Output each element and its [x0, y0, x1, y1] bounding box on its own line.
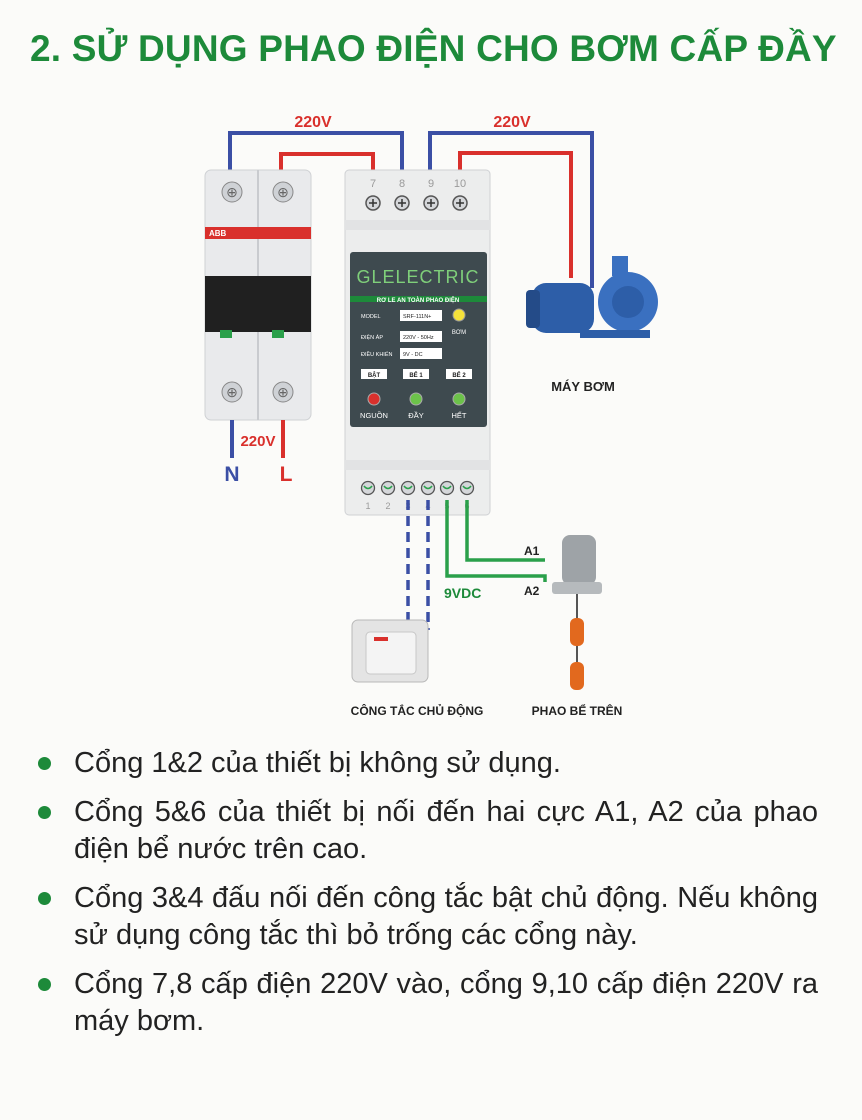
screw-slot-icon	[383, 485, 393, 490]
dc-voltage-label: 9VDC	[444, 585, 481, 601]
relay-model-value: SRF-111N+	[403, 314, 431, 320]
bullet-item: Cổng 3&4 đấu nối đến công tắc bật chủ độ…	[36, 880, 818, 954]
terminal-number-top: 7	[370, 178, 376, 190]
led-power	[367, 392, 381, 406]
circuit-breaker: ABB ⊕ ⊕ ⊕ ⊕	[204, 169, 312, 421]
bullet-item: Cổng 1&2 của thiết bị không sử dụng.	[36, 745, 818, 782]
svg-text:⊕: ⊕	[226, 184, 238, 200]
bullet-text: Cổng 5&6 của thiết bị nối đến hai cực A1…	[74, 796, 818, 865]
switch-label: CÔNG TẮC CHỦ ĐỘNG	[351, 703, 484, 718]
voltage-label-left: 220V	[294, 114, 332, 131]
relay-button-on: BẬT	[368, 372, 381, 379]
wire-switch-dashed	[406, 500, 430, 638]
terminal-number-top: 10	[454, 178, 466, 190]
relay-control-value: 9V - DC	[403, 352, 423, 358]
page-title: 2. SỬ DỤNG PHAO ĐIỆN CHO BƠM CẤP ĐẦY	[30, 28, 837, 69]
screw-cross-icon	[398, 199, 406, 207]
wire-220v-in-blue	[228, 131, 404, 175]
screw-cross-icon	[456, 199, 464, 207]
screw-slot-icon	[423, 485, 433, 490]
relay-button-tank1: BỂ 1	[409, 372, 423, 379]
relay-model-label: MODEL	[361, 314, 381, 320]
relay-led-empty-label: HẾT	[452, 410, 467, 420]
screw-slot-icon	[462, 485, 472, 490]
float-a1-label: A1	[524, 544, 540, 558]
bullet-dot-icon	[38, 806, 51, 819]
screw-cross-icon	[427, 199, 435, 207]
relay-control-label: ĐIỀU KHIỂN	[361, 351, 393, 358]
bullet-list: Cổng 1&2 của thiết bị không sử dụng. Cổn…	[36, 745, 818, 1052]
bullet-dot-icon	[38, 757, 51, 770]
bullet-dot-icon	[38, 978, 51, 991]
voltage-label-breaker: 220V	[240, 433, 275, 450]
screw-slot-icon	[403, 485, 413, 490]
wire-float	[445, 500, 547, 582]
bullet-item: Cổng 5&6 của thiết bị nối đến hai cực A1…	[36, 794, 818, 868]
wire-220v-out-red	[458, 151, 573, 278]
led-empty	[452, 392, 466, 406]
terminal-number-bottom: 2	[385, 501, 390, 511]
svg-text:⊕: ⊕	[277, 184, 289, 200]
voltage-label-right: 220V	[493, 114, 531, 131]
relay-voltage-label: ĐIỆN ÁP	[361, 333, 383, 341]
breaker-brand: ABB	[209, 229, 227, 238]
led-pump	[452, 308, 466, 322]
pump-label: MÁY BƠM	[551, 379, 615, 394]
screw-slot-icon	[363, 485, 373, 490]
line-label: L	[280, 463, 293, 486]
relay-led-full-label: ĐẦY	[408, 410, 423, 420]
float-switch-image	[552, 535, 602, 690]
terminal-number-bottom: 1	[365, 501, 370, 511]
led-full	[409, 392, 423, 406]
relay-button-tank2: BỂ 2	[452, 372, 466, 379]
relay-pump-label: BƠM	[452, 330, 466, 336]
relay-brand: GLELECTRIC	[356, 267, 479, 287]
svg-text:⊕: ⊕	[226, 384, 238, 400]
relay-subtitle: RƠ LE AN TOÀN PHAO ĐIỆN	[377, 296, 459, 304]
pump-image	[526, 256, 658, 338]
terminals-top: 7 8 9 10	[365, 178, 468, 211]
switch-image	[351, 619, 429, 683]
float-a2-label: A2	[524, 584, 540, 598]
terminal-number-top: 8	[399, 178, 405, 190]
relay-led-power-label: NGUỒN	[360, 410, 388, 420]
wire-220v-out-blue	[428, 131, 594, 288]
screw-slot-icon	[442, 485, 452, 490]
bullet-text: Cổng 3&4 đấu nối đến công tắc bật chủ độ…	[74, 882, 818, 951]
bullet-text: Cổng 7,8 cấp điện 220V vào, cổng 9,10 cấ…	[74, 968, 818, 1037]
relay-voltage-value: 220V - 50Hz	[403, 335, 434, 341]
neutral-label: N	[224, 463, 239, 486]
wire-220v-in-red	[279, 152, 375, 175]
svg-text:⊕: ⊕	[277, 384, 289, 400]
bullet-text: Cổng 1&2 của thiết bị không sử dụng.	[74, 747, 561, 779]
bullet-dot-icon	[38, 892, 51, 905]
bullet-item: Cổng 7,8 cấp điện 220V vào, cổng 9,10 cấ…	[36, 966, 818, 1040]
relay-device	[344, 169, 491, 516]
screw-cross-icon	[369, 199, 377, 207]
float-label: PHAO BỂ TRÊN	[532, 703, 623, 718]
terminal-number-top: 9	[428, 178, 434, 190]
